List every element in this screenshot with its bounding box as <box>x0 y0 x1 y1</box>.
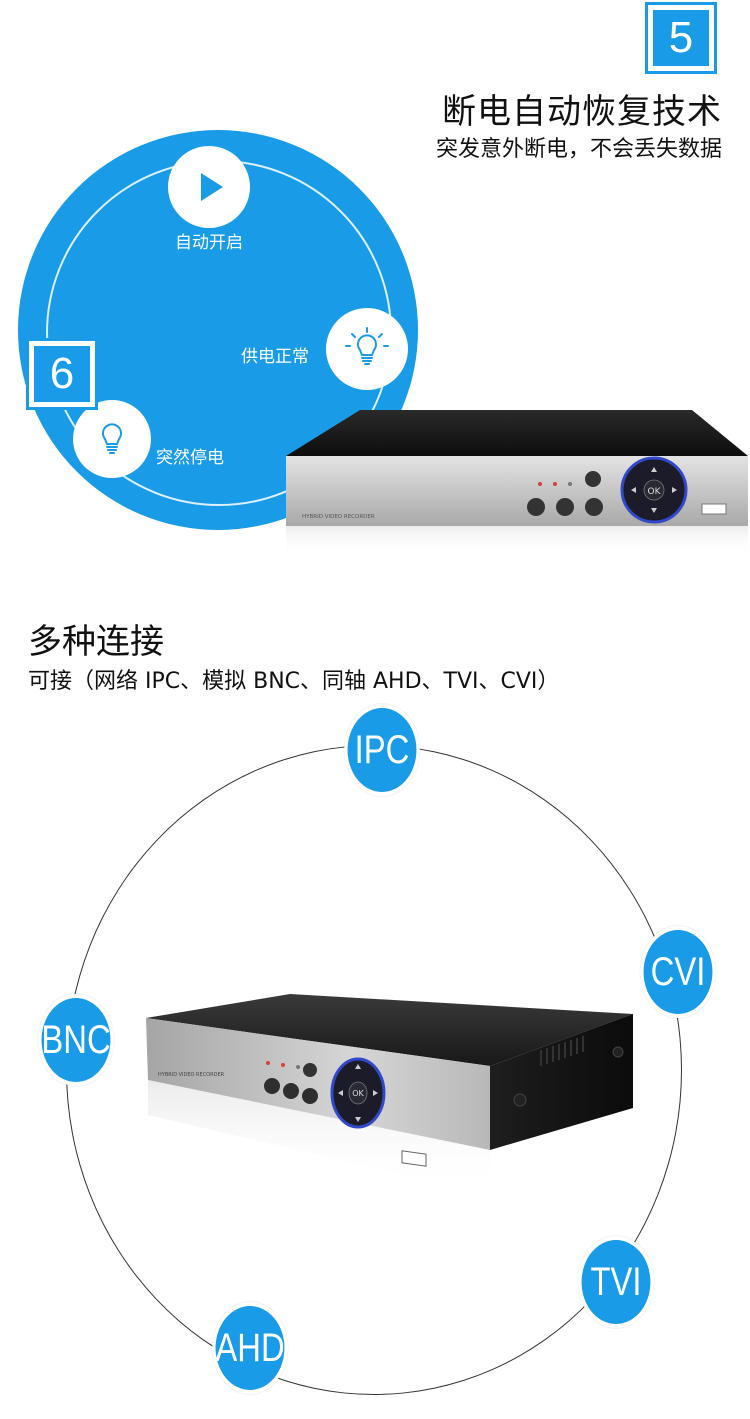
tag-tvi: TVI <box>578 1236 654 1328</box>
tag-bnc: BNC <box>38 994 114 1086</box>
power-normal-badge <box>326 308 408 390</box>
section6-number-badge: 6 <box>26 338 98 410</box>
auto-start-badge <box>168 146 250 228</box>
section5-number: 5 <box>653 10 709 66</box>
power-cut-badge <box>73 400 151 478</box>
lightbulb-glow-icon <box>345 327 389 365</box>
section5-title: 断电自动恢复技术 <box>442 92 722 132</box>
tag-cvi: CVI <box>640 926 716 1018</box>
section5-number-badge: 5 <box>645 2 717 74</box>
section6-number: 6 <box>34 346 90 402</box>
section6-title: 多种连接 <box>28 622 164 662</box>
dvr2-ok-button: OK <box>352 1089 364 1098</box>
auto-start-label: 自动开启 <box>175 233 243 253</box>
tag-ipc: IPC <box>344 704 420 796</box>
section6-subtitle: 可接（网络 IPC、模拟 BNC、同轴 AHD、TVI、CVI） <box>28 669 560 694</box>
dvr-device-angled: HYBRID VIDEO RECORDER OK <box>146 994 633 1195</box>
dvr-device-front: HYBRID VIDEO RECORDER OK <box>286 410 748 556</box>
tag-ahd: AHD <box>212 1302 288 1394</box>
play-icon <box>201 173 223 201</box>
lightbulb-icon <box>102 423 122 454</box>
svg-text:HYBRID VIDEO RECORDER: HYBRID VIDEO RECORDER <box>302 514 375 520</box>
power-cut-label: 突然停电 <box>156 448 224 468</box>
svg-text:HYBRID VIDEO RECORDER: HYBRID VIDEO RECORDER <box>158 1072 225 1078</box>
power-normal-label: 供电正常 <box>241 347 309 367</box>
section5-subtitle: 突发意外断电，不会丢失数据 <box>435 137 722 162</box>
dvr-ok-button: OK <box>648 487 662 497</box>
